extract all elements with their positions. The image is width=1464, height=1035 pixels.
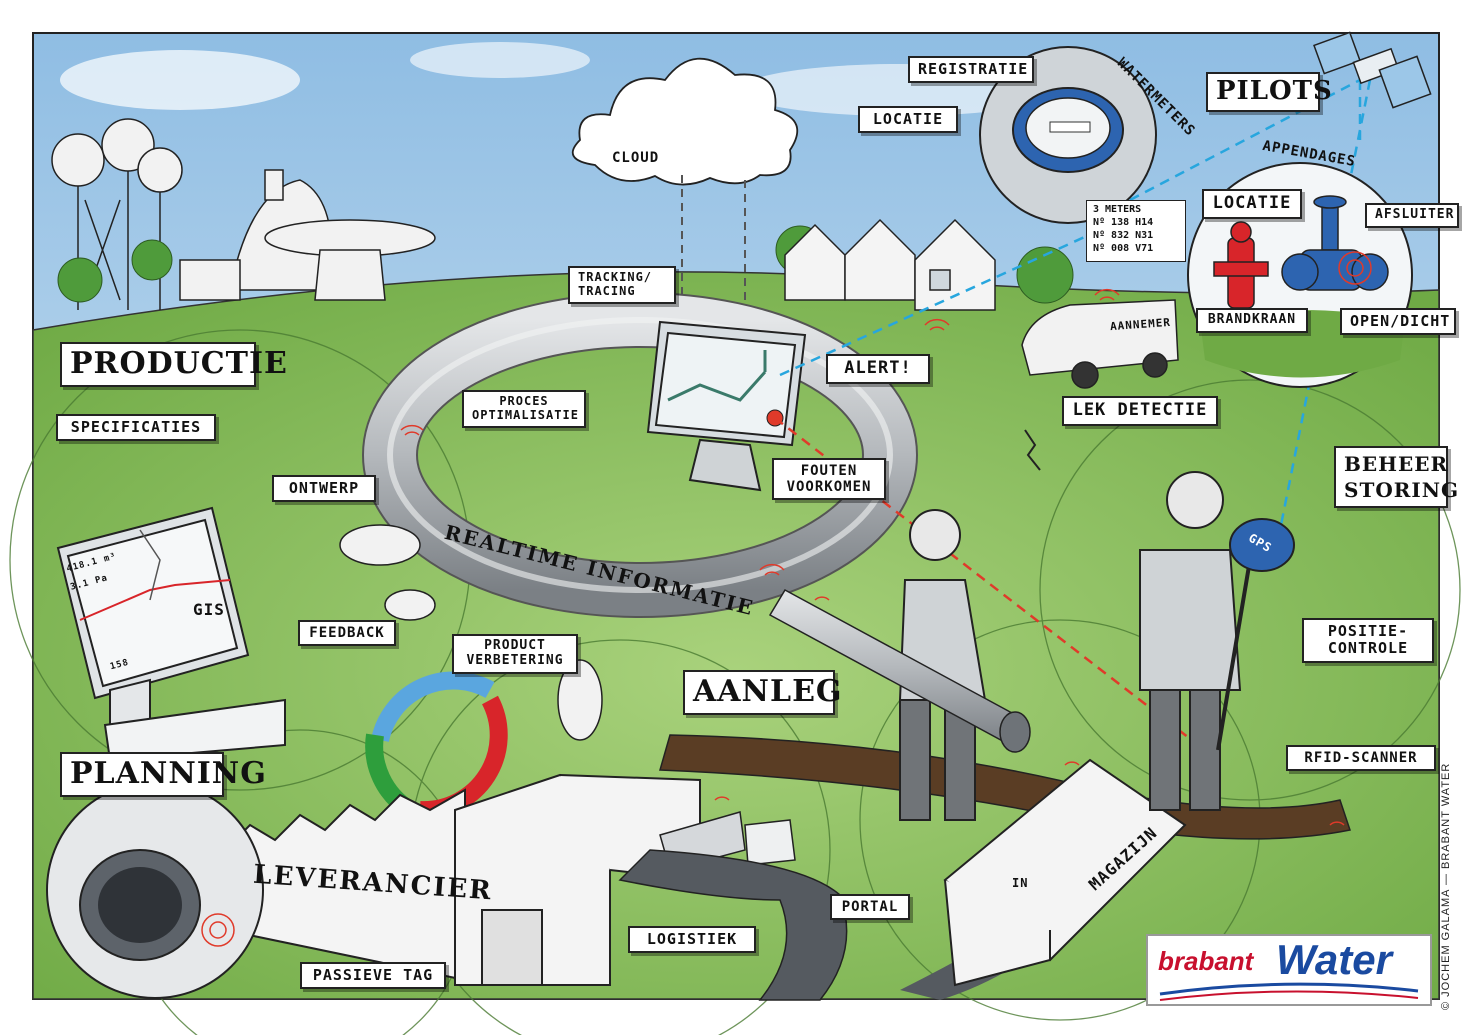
label-locatie-meter: LOCATIE [858,106,958,134]
label-alert: ALERT! [826,354,930,384]
meters-card-title: 3 METERS [1093,204,1142,215]
label-open-dicht: OPEN/DICHT [1340,308,1456,336]
label-aanleg: AANLEG [683,670,842,715]
meters-card: 3 METERS Nº 138 H14 Nº 832 N31 Nº 008 V7… [1086,200,1186,262]
label-specificaties: SPECIFICATIES [56,414,216,442]
meters-card-row: Nº 138 H14 [1093,217,1154,228]
label-planning: PLANNING [60,752,266,797]
label-productie: PRODUCTIE [60,342,287,387]
label-afsluiter: AFSLUITER [1365,203,1459,228]
meters-card-row: Nº 832 N31 [1093,230,1154,241]
label-lek-detectie: LEK DETECTIE [1062,396,1218,426]
label-beheer: BEHEER [1344,452,1449,476]
label-product-verbetering: PRODUCT VERBETERING [452,634,578,674]
logo-brabant: brabant [1158,946,1254,976]
label-gis: GIS [193,600,225,619]
label-product-line1: PRODUCT [484,638,546,653]
label-passieve-tag: PASSIEVE TAG [300,962,446,990]
label-tracking-line1: TRACKING/ [578,270,653,284]
artist-credit: © JOCHEM GALAMA — BRABANT WATER [1440,762,1452,1010]
label-storing: STORING [1344,478,1460,502]
label-registratie: REGISTRATIE [908,56,1034,84]
label-locatie-appendages: LOCATIE [1202,189,1302,219]
label-product-line2: VERBETERING [466,652,564,668]
label-magazijn-in: IN [1012,876,1029,890]
label-proces-optimalisatie: PROCES OPTIMALISATIE [462,390,586,428]
label-tracking-line2: TRACING [578,283,636,298]
brabant-water-logo: brabant Water [1146,934,1432,1006]
label-proces-line1: PROCES [499,394,549,408]
label-fouten-voorkomen: FOUTEN VOORKOMEN [772,458,886,501]
label-positie-line2: CONTROLE [1327,639,1409,658]
logo-water: Water [1276,936,1392,983]
label-portal: PORTAL [830,894,910,921]
label-fouten-line2: VOORKOMEN [786,479,872,496]
label-pilots: PILOTS [1206,72,1332,112]
label-tracking-tracing: TRACKING/ TRACING [568,266,676,304]
label-positie-line1: POSITIE- [1327,622,1409,640]
label-positie-controle: POSITIE- CONTROLE [1302,618,1434,663]
label-ontwerp: ONTWERP [272,475,376,503]
label-proces-line2: OPTIMALISATIE [472,407,579,422]
label-fouten-line1: FOUTEN [800,463,858,479]
label-beheer-storing: BEHEER STORING [1334,446,1460,508]
label-rfid-scanner: RFID-SCANNER [1286,745,1436,772]
label-logistiek: LOGISTIEK [628,926,756,954]
label-feedback: FEEDBACK [298,620,396,647]
meters-card-row: Nº 008 V71 [1093,243,1154,254]
logo-swoosh-icon [1159,982,1419,1001]
label-brandkraan: BRANDKRAAN [1196,308,1308,333]
label-cloud: CLOUD [612,150,660,166]
